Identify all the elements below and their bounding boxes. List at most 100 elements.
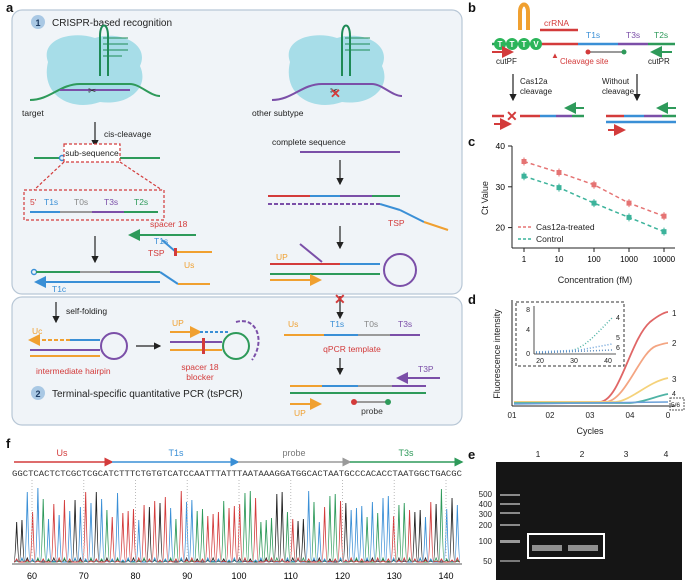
c-xtick-label: 1 — [522, 255, 527, 264]
cleaved-x-icon: ✕ — [506, 108, 518, 124]
d-xtick: 0 — [666, 411, 671, 420]
crrna-handle — [518, 2, 530, 30]
d-xtick: 02 — [546, 411, 555, 420]
label-Us-a: Us — [184, 260, 194, 270]
label-target: target — [22, 108, 44, 118]
gel-band-lane2 — [568, 545, 598, 551]
sub-sequence-box — [63, 143, 121, 163]
dna-sequence: GGCTCACTCTCGCTCGCATCTTTCTGTGTCATCCAATTTA… — [12, 469, 462, 479]
panel-letter-d: d — [468, 292, 476, 307]
panel-letter-e: e — [468, 447, 476, 462]
panel-a-box-bottom — [11, 296, 463, 426]
no-cleavage-x-icon: ✕ — [330, 86, 341, 101]
crrna-stem-left — [103, 37, 128, 57]
d-curve-3 — [514, 377, 669, 403]
region-label: T1s — [168, 448, 184, 458]
lane-label: 1 — [536, 449, 541, 459]
label-without-2: cleavage — [602, 87, 635, 96]
c-ylabel: Ct Value — [480, 181, 490, 215]
lane-label: 4 — [664, 449, 669, 459]
d-ylabel: Fluorescence intensity — [492, 309, 502, 399]
panel-letter-f: f — [6, 436, 11, 451]
label-probe: probe — [361, 406, 383, 416]
zoom-box — [23, 189, 165, 221]
label-cutPR: cutPR — [648, 57, 670, 66]
c-xtick-label: 10000 — [653, 255, 676, 264]
label-cleavage-site: Cleavage site — [560, 57, 609, 66]
inset-label: 6 — [616, 345, 620, 352]
panel-a: 1 CRISPR-based recognition ✂ target ✂ ✕ … — [11, 9, 463, 426]
step2-number: 2 — [35, 389, 40, 399]
spacer18-mark — [174, 248, 177, 256]
c-series-line — [523, 160, 665, 217]
step2-badge — [31, 386, 45, 400]
panel-letter-b: b — [468, 0, 476, 15]
label-spacer18-blocker-2: blocker — [186, 372, 214, 382]
label-sub-sequence: sub-sequence — [65, 148, 119, 158]
step1-badge — [31, 15, 45, 29]
label-T1s-b: T1s — [586, 30, 600, 40]
step1-number: 1 — [35, 18, 40, 28]
label-crRNA: crRNA — [544, 18, 569, 28]
c-ytick-label: 30 — [496, 182, 506, 192]
label-T1c: T1c — [52, 284, 67, 294]
label-without-1: Without — [602, 77, 630, 86]
step1-title: CRISPR-based recognition — [52, 18, 172, 29]
c-xtick-label: 100 — [587, 255, 601, 264]
panel-letter-c: c — [468, 134, 476, 149]
label-cis-cleavage: cis-cleavage — [104, 129, 152, 139]
tsp-link — [161, 239, 177, 253]
gel-band-lane1 — [532, 545, 562, 551]
hairpin-loop-right — [383, 253, 417, 287]
panel-e: 1 2 3 4 500 400 300 200 100 50 — [479, 449, 682, 580]
inset-xtick: 30 — [570, 358, 578, 365]
inset-ytick: 8 — [526, 307, 530, 314]
c-ytick-label: 20 — [496, 223, 506, 233]
inset-curve-4 — [535, 317, 613, 353]
c-xtick-label: 10 — [555, 255, 564, 264]
pam-letter: T — [522, 40, 527, 49]
crrna-stem-right — [345, 37, 370, 51]
f-xtick-label: 140 — [438, 571, 453, 581]
label-UP-blocker: UP — [172, 318, 184, 328]
d-curve-label: 2 — [672, 339, 677, 348]
label-T0s-a: T0s — [74, 197, 88, 207]
label-TSP-a: TSP — [148, 248, 165, 258]
chromatogram-trace — [13, 487, 461, 563]
d-curve-1 — [514, 311, 669, 403]
step2-title: Terminal-specific quantitative PCR (tsPC… — [52, 389, 243, 400]
d-xtick: 01 — [508, 411, 517, 420]
f-xtick-label: 100 — [231, 571, 246, 581]
label-complete-sequence: complete sequence — [272, 137, 346, 147]
label-T1s-q: T1s — [330, 319, 344, 329]
region-label: T3s — [398, 448, 414, 458]
c-legend-2: Control — [536, 234, 564, 244]
inset-xtick: 20 — [536, 358, 544, 365]
panel-letter-a: a — [6, 0, 14, 15]
label-T2s-a: T2s — [134, 197, 148, 207]
gel-image — [496, 462, 682, 580]
intermediate-hairpin-loop — [100, 332, 128, 360]
d-curve-5 — [513, 401, 669, 405]
cleavage-triangle-icon: ▲ — [551, 51, 559, 60]
ladder-label: 300 — [479, 510, 493, 519]
target-strand — [29, 83, 161, 101]
label-cutPF: cutPF — [496, 57, 517, 66]
panel-b: crRNA T T T V T1s T3s T2s cutPF ▲ Cleava… — [492, 2, 676, 136]
c-ytick-label: 40 — [496, 141, 506, 151]
pam-letter: T — [510, 40, 515, 49]
label-qpcr-template: qPCR template — [323, 344, 381, 354]
label-T0s-q: T0s — [364, 319, 378, 329]
lane-label: 2 — [580, 449, 585, 459]
f-xtick-label: 80 — [130, 571, 140, 581]
inset-ytick: 0 — [526, 351, 530, 358]
blocked-x-icon: ✕ — [334, 291, 346, 307]
ladder-label: 500 — [479, 490, 493, 499]
label-Us-q: Us — [288, 319, 298, 329]
d-curve-label: 3 — [672, 375, 677, 384]
label-T3P: T3P — [418, 364, 434, 374]
c-xtick-label: 1000 — [620, 255, 638, 264]
d-curve-label: 4 — [672, 391, 676, 398]
ladder-label: 100 — [479, 537, 493, 546]
